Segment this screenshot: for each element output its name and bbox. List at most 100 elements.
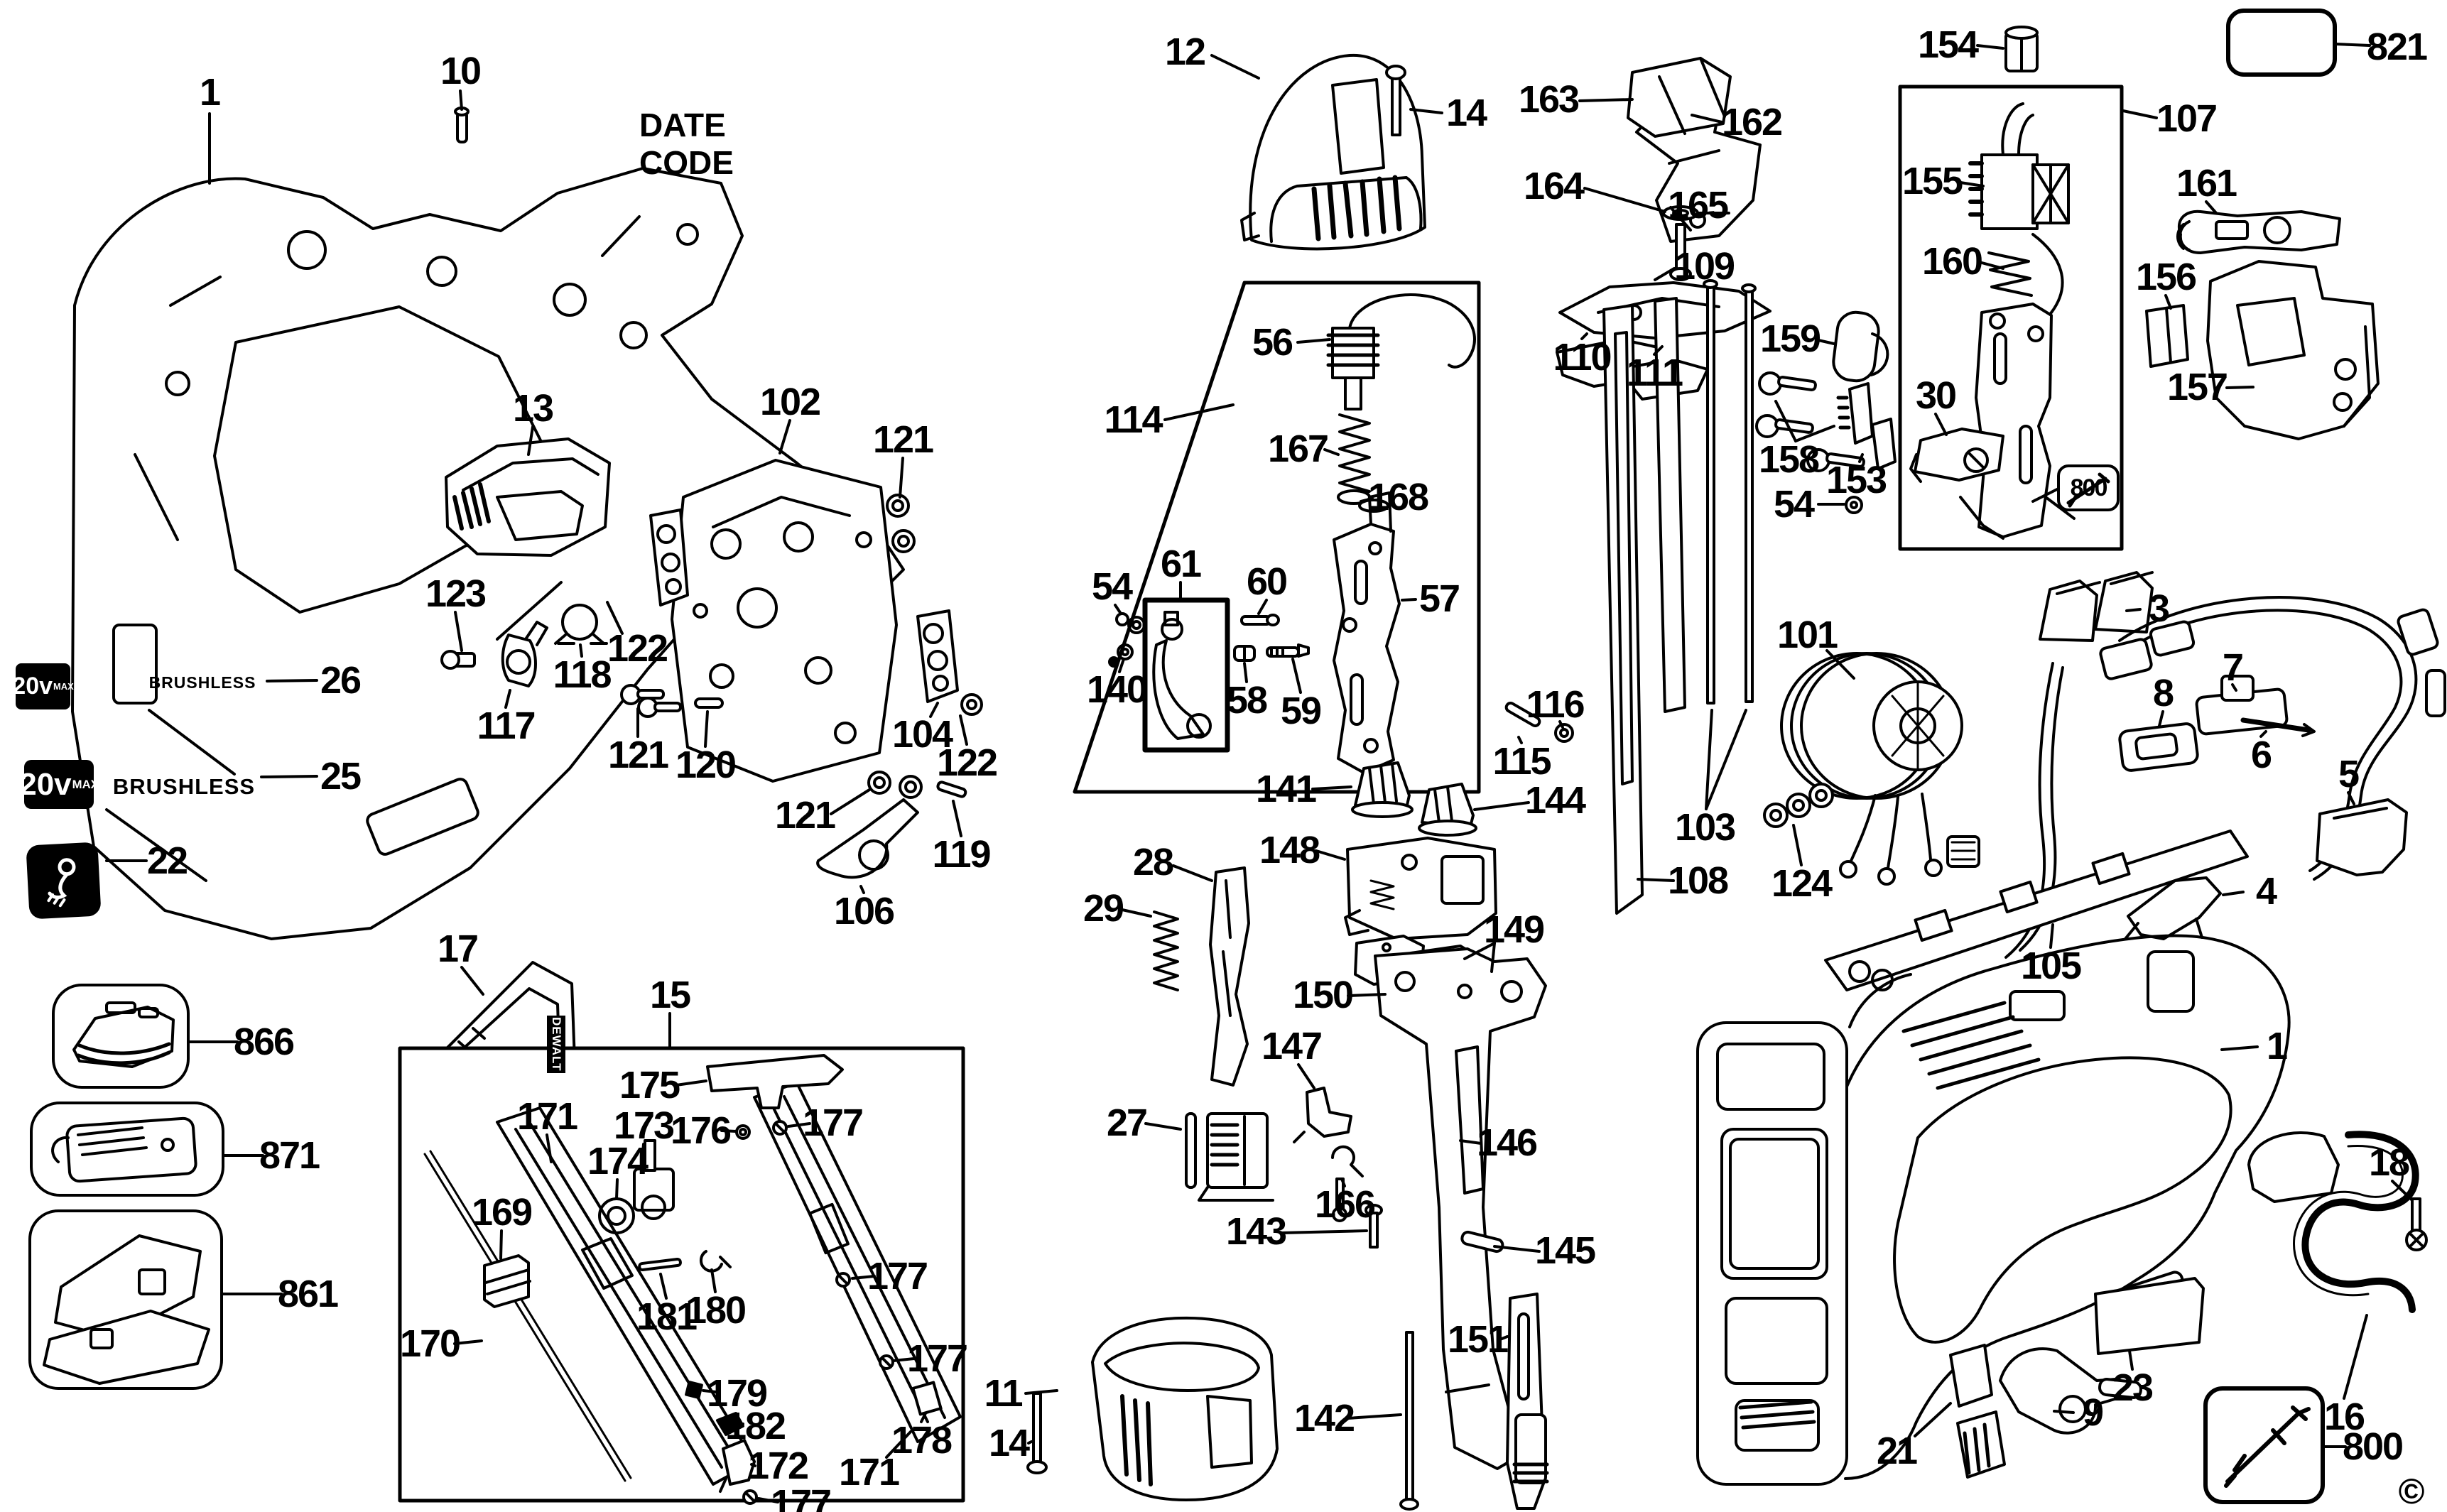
part-label-866-42: 866 (233, 1021, 295, 1063)
leader-line-147-84 (1297, 1063, 1315, 1089)
part-label-121-38: 121 (774, 794, 836, 837)
leader-line-158-17 (1774, 400, 1797, 442)
bolts-158-drawing (1755, 371, 1865, 472)
dust-cup-11-drawing (1091, 1316, 1279, 1501)
leader-line-182-59 (732, 1423, 744, 1427)
leader-line-151-90 (1499, 1335, 1509, 1341)
screw-14-top-drawing (1385, 65, 1406, 136)
leader-line-108-95 (1637, 878, 1675, 882)
armature-bracket-107-drawing (1959, 303, 2076, 540)
leader-line-23-108 (2128, 1349, 2134, 1371)
leader-line-153-18 (1858, 453, 1864, 463)
part-label-7-99: 7 (2222, 646, 2244, 689)
part-label-171-62: 171 (838, 1451, 900, 1494)
part-label-164-6: 164 (1523, 165, 1585, 207)
date-code-note: DATE CODE (639, 107, 734, 182)
leader-line-6-101 (2259, 730, 2267, 738)
leader-line-121-26 (899, 457, 904, 499)
callout-box-107 (1898, 85, 2124, 551)
part-label-14-3: 14 (1445, 92, 1487, 134)
contact-trip-9-drawing (1999, 1347, 2143, 1435)
leader-line-121-38 (830, 788, 871, 815)
badge-jam-release (26, 842, 102, 920)
badge-20v-big-max: MAX (72, 777, 99, 791)
cylinder-154-drawing (2004, 26, 2039, 72)
callout-box-61 (1142, 597, 1230, 753)
part-label-15-45: 15 (649, 974, 691, 1016)
leader-line-149-82 (1463, 942, 1496, 960)
handle-brand-text: DEWALT (547, 1016, 565, 1073)
part-label-106-40: 106 (833, 890, 895, 932)
part-label-6-101: 6 (2250, 734, 2272, 776)
part-label-107-10: 107 (2156, 97, 2218, 140)
part-label-160-12: 160 (1921, 240, 1983, 283)
part-label-10-1: 10 (440, 50, 482, 92)
part-label-13-24: 13 (512, 387, 554, 430)
leader-line-124-97 (1792, 824, 1803, 866)
leader-line-57-73 (1401, 598, 1417, 602)
leader-line-58-75 (1243, 662, 1248, 683)
part-label-177-61: 177 (770, 1482, 832, 1512)
screw-143-drawing (1364, 1204, 1383, 1249)
leader-line-7-99 (2231, 683, 2237, 692)
board-105-drawing (1824, 830, 2249, 991)
leader-line-159-16 (1817, 339, 1835, 345)
cap-144-drawing (1418, 783, 1477, 837)
leader-line-59-76 (1291, 658, 1302, 694)
part-label-178-63: 178 (891, 1419, 953, 1462)
part-label-159-16: 159 (1759, 317, 1821, 360)
part-label-147-84: 147 (1261, 1025, 1323, 1067)
leader-line-14-3 (1409, 108, 1443, 114)
part-label-148-79: 148 (1259, 829, 1320, 871)
screws-121-top-drawing (886, 494, 916, 553)
leader-line-150-83 (1347, 993, 1387, 997)
part-label-1-0: 1 (199, 71, 221, 114)
leader-line-1-105 (2220, 1045, 2259, 1051)
leader-line-162-5 (1691, 114, 1723, 124)
part-label-171-47: 171 (516, 1095, 578, 1138)
block-169-drawing (483, 1254, 531, 1308)
part-label-108-95: 108 (1667, 859, 1729, 902)
leader-line-25-32 (260, 775, 318, 778)
leader-line-4-103 (2222, 891, 2245, 896)
part-label-102-25: 102 (759, 381, 821, 423)
part-label-25-32: 25 (320, 755, 362, 798)
motor-101-drawing (1780, 652, 1980, 886)
block-178-drawing (911, 1381, 943, 1416)
motor-cap-12-drawing (1240, 53, 1426, 251)
part-label-151-90: 151 (1447, 1318, 1509, 1361)
leader-line-103-94 (1705, 709, 1713, 810)
leader-line-177-56 (851, 1275, 876, 1280)
leader-line-3-98 (2125, 608, 2142, 612)
part-label-12-2: 12 (1164, 31, 1206, 73)
valve-148-drawing (1344, 837, 1497, 940)
nut-54-right-drawing (1845, 496, 1863, 514)
bumper-16-area-drawing (2247, 1131, 2419, 1313)
part-label-116-93: 116 (1526, 683, 1585, 726)
date-code-line1: DATE (639, 107, 726, 143)
part-label-180-55: 180 (685, 1289, 747, 1332)
part-label-153-18: 153 (1825, 459, 1887, 501)
leader-line-172-60 (750, 1463, 756, 1467)
part-label-114-67: 114 (1104, 398, 1163, 441)
leader-line-178-63 (920, 1412, 927, 1423)
pin-6-drawing (2240, 717, 2316, 737)
grommets-124-drawing (1763, 783, 1834, 828)
leader-line-30-20 (1934, 413, 1948, 436)
switch-30-drawing (1909, 428, 2004, 483)
part-label-28-80: 28 (1132, 841, 1174, 883)
magazine-rail-171-right-drawing (753, 1082, 962, 1443)
part-label-800-112: 800 (2070, 474, 2108, 501)
blade-108-drawing (1602, 297, 1686, 915)
part-label-167-68: 167 (1267, 428, 1329, 470)
washers-54-mid-drawing (1115, 612, 1146, 634)
bolt-59-drawing (1266, 643, 1310, 658)
leader-line-104-36 (929, 702, 939, 718)
part-label-58-75: 58 (1226, 679, 1268, 722)
leader-line-157-15 (2225, 386, 2255, 389)
leader-line-17-41 (460, 966, 484, 996)
pad-156-drawing (2145, 304, 2189, 368)
leader-line-101-96 (1825, 649, 1855, 680)
part-label-103-94: 103 (1674, 806, 1736, 849)
